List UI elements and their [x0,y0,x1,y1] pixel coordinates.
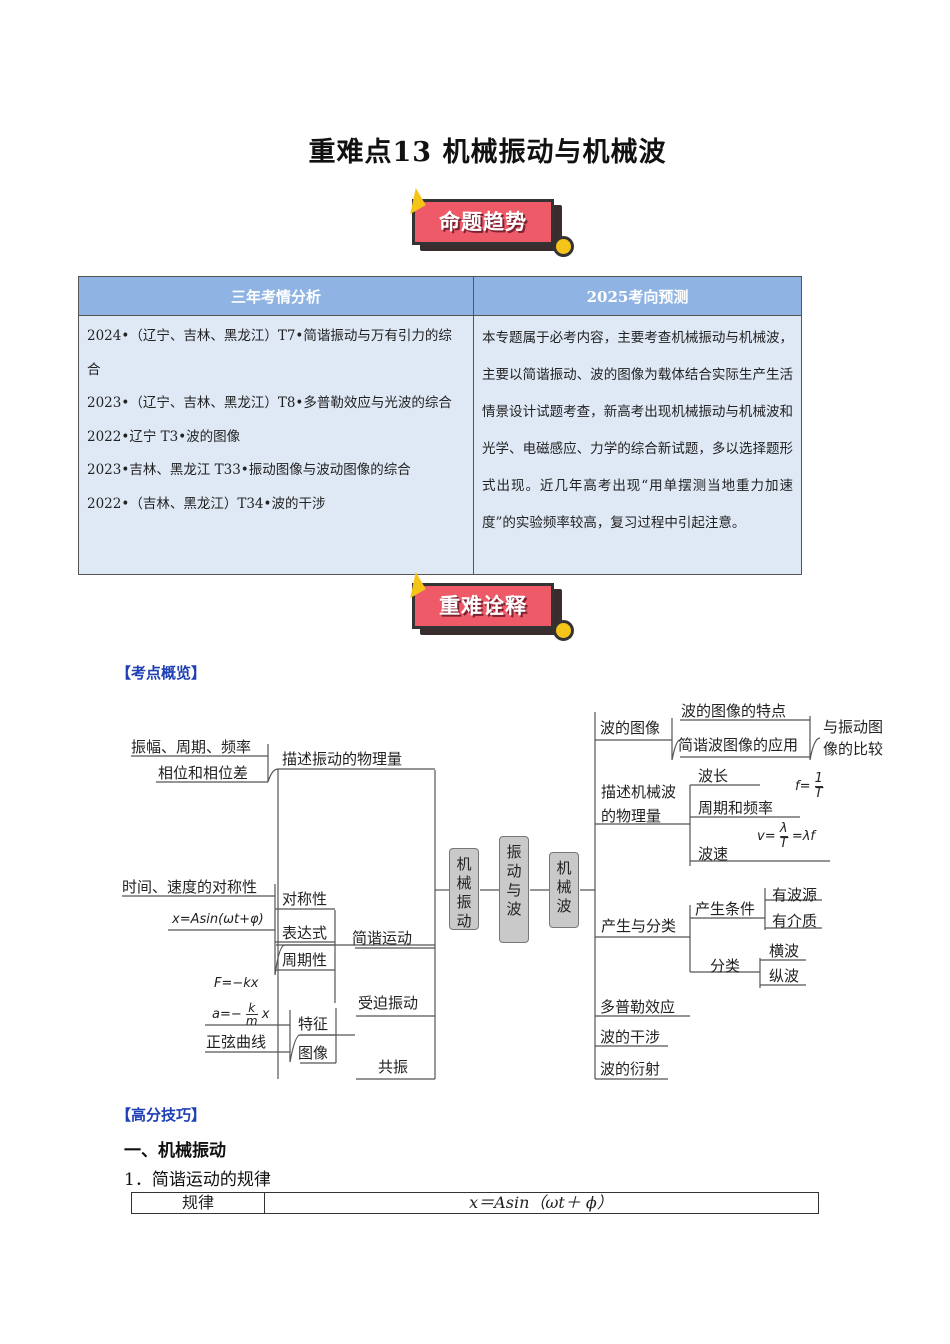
node-vibration-and-wave: 振动与波 [499,836,529,943]
node-source: 有波源 [772,886,818,904]
node-a-formula: a=− k m x [212,1001,270,1028]
node-sine-curve: 正弦曲线 [206,1033,267,1051]
rule-table: 规律 x＝Asin（ωt＋ ϕ） [131,1192,819,1214]
badge-trend: 命题趋势 [400,187,574,257]
table-header-forecast: 2025考向预测 [473,276,802,316]
heading-shm-rules: 1．简谐运动的规律 [124,1170,271,1190]
node-longitudinal: 纵波 [769,967,800,985]
node-mech-wave: 机械波 [549,852,579,928]
exam-table: 三年考情分析 2025考向预测 2024•（辽宁、吉林、黑龙江）T7•简谐振动与… [78,276,802,575]
table-header-analysis: 三年考情分析 [78,276,474,316]
node-describe-wave: 描述机械波 的物理量 [601,783,677,825]
node-v-equation: v= λ T =λf [757,821,815,851]
node-gen-class: 产生与分类 [601,917,677,935]
analysis-cell: 2024•（辽宁、吉林、黑龙江）T7•简谐振动与万有引力的综合 2023•（辽宁… [78,315,474,575]
node-wavelength: 波长 [698,767,729,785]
node-f-formula: F=−kx [214,976,259,991]
node-expr-formula: x=Asin(ωt+φ) [172,912,264,927]
mind-map-lines [122,712,830,1080]
node-symmetry-time: 时间、速度的对称性 [122,878,258,896]
node-periodicity: 周期性 [282,951,328,969]
node-graph: 图像 [298,1044,329,1062]
node-doppler: 多普勒效应 [600,998,676,1016]
list-item: 2023•（辽宁、吉林、黑龙江）T8•多普勒效应与光波的综合 [87,395,452,412]
ring-icon [553,236,574,257]
node-f-equation: f= 1 T [795,771,823,801]
node-medium: 有介质 [772,912,818,930]
node-wave-graph: 波的图像 [600,719,661,737]
node-wave-speed: 波速 [698,845,729,863]
node-condition: 产生条件 [695,900,756,918]
badge-explain-label: 重难诠释 [412,583,554,629]
section-skills: 【高分技巧】 [116,1106,207,1124]
page-title: 重难点13 机械振动与机械波 [308,137,667,168]
node-transverse: 横波 [769,942,800,960]
node-shm: 简谐运动 [352,929,413,947]
node-expression: 表达式 [282,924,328,942]
forecast-cell: 本专题属于必考内容，主要考查机械振动与机械波，主要以简谐振动、波的图像为载体结合… [473,315,802,575]
node-classify: 分类 [710,957,741,975]
node-symmetry: 对称性 [282,890,328,908]
node-wg-apply: 简谐波图像的应用 [678,736,799,754]
node-diffraction: 波的衍射 [600,1060,661,1078]
node-feature: 特征 [298,1015,329,1033]
node-period-freq: 周期和频率 [698,799,774,817]
rule-formula: x＝Asin（ωt＋ ϕ） [469,1193,613,1212]
list-item: 2022•辽宁 T3•波的图像 [87,428,241,445]
node-phase: 相位和相位差 [158,764,249,782]
list-item: 2023•吉林、黑龙江 T33•振动图像与波动图像的综合 [87,462,411,479]
node-describe-vibration: 描述振动的物理量 [282,750,403,768]
section-overview: 【考点概览】 [116,664,207,682]
rule-label: 规律 [132,1193,265,1213]
badge-trend-label: 命题趋势 [412,199,554,245]
node-resonance: 共振 [378,1058,409,1076]
forecast-text: 本专题属于必考内容，主要考查机械振动与机械波，主要以简谐振动、波的图像为载体结合… [482,330,793,531]
node-forced-vibration: 受迫振动 [358,994,419,1012]
list-item: 2022•（吉林、黑龙江）T34•波的干涉 [87,495,326,512]
node-wg-feature: 波的图像的特点 [681,702,787,720]
node-interference: 波的干涉 [600,1028,661,1046]
node-compare: 与振动图 像的比较 [823,718,884,758]
badge-explain: 重难诠释 [400,571,574,641]
heading-mech-vibration: 一、机械振动 [124,1141,226,1161]
node-amplitude: 振幅、周期、频率 [131,738,252,756]
ring-icon [553,620,574,641]
list-item: 2024•（辽宁、吉林、黑龙江）T7•简谐振动与万有引力的综合 [87,328,452,378]
node-mech-vibration: 机械振动 [449,848,479,930]
